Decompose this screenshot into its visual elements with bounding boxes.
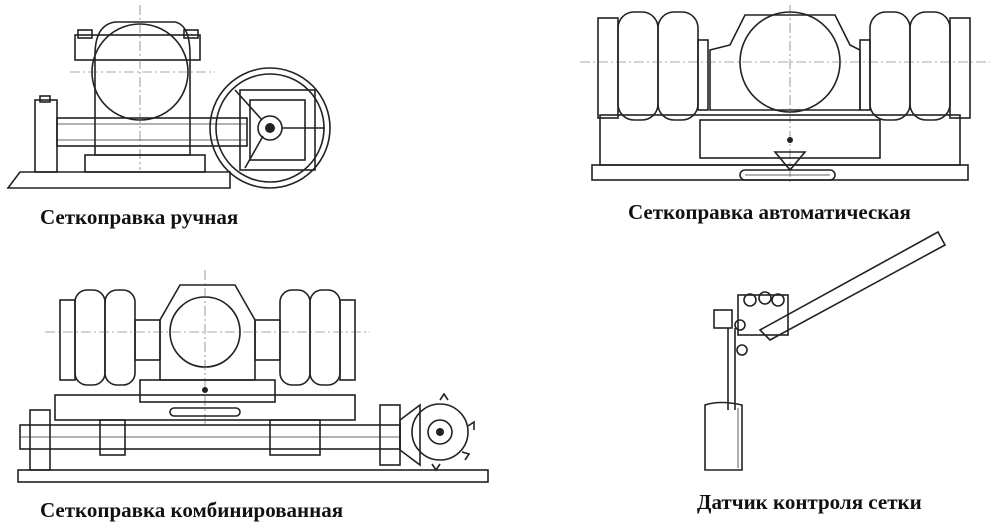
caption-automatic-straightener: Сеткоправка автоматическая (628, 200, 911, 224)
caption-grid-sensor: Датчик контроля сетки (697, 490, 922, 514)
caption-manual-straightener: Сеткоправка ручная (40, 205, 239, 229)
automatic-straightener-drawing (580, 5, 990, 185)
manual-straightener-drawing (6, 5, 331, 189)
caption-combined-straightener: Сеткоправка комбинированная (40, 498, 344, 522)
combined-straightener-drawing (17, 270, 489, 483)
grid-sensor-drawing (704, 230, 947, 471)
